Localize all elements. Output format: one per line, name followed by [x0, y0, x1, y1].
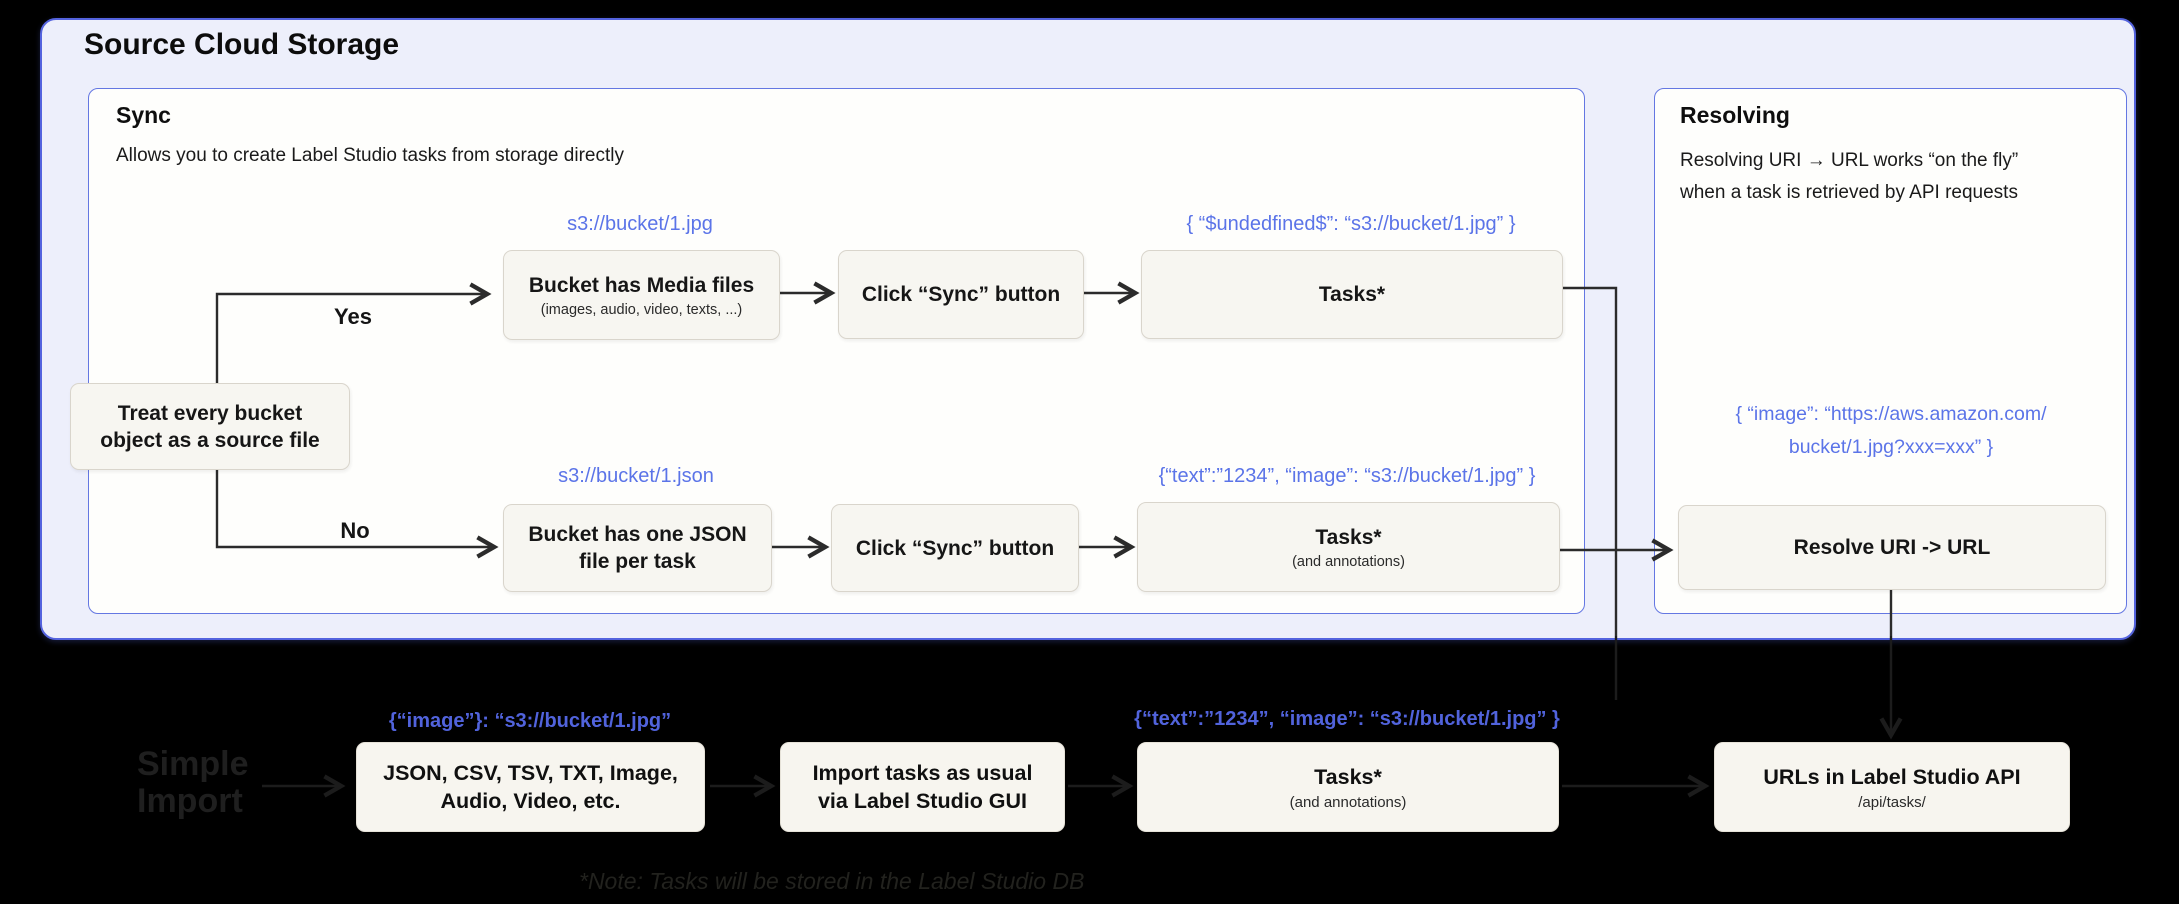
- bucket-media-files-title: Bucket has Media files: [528, 274, 755, 297]
- tasks-box-top-title: Tasks*: [1318, 283, 1386, 306]
- tasks-box-dark-title: Tasks*: [1314, 765, 1382, 789]
- file-formats-line2: Audio, Video, etc.: [440, 789, 621, 813]
- resolved-url-json-label-line1: { “image”: “https://aws.amazon.com/: [1735, 403, 2047, 425]
- import-gui-line1: Import tasks as usual: [812, 761, 1033, 785]
- tasks-json-label-dark: {“text”:”1234”, “image”: “s3://bucket/1.…: [1134, 708, 1560, 730]
- click-sync-button-box-bottom: Click “Sync” button: [831, 504, 1079, 592]
- tasks-box-dark-subtitle: (and annotations): [1289, 794, 1407, 811]
- resolved-url-json-label-line2: bucket/1.jpg?xxx=xxx” }: [1788, 436, 1994, 458]
- tasks-box-bottom-subtitle: (and annotations): [1292, 554, 1405, 570]
- tasks-box-bottom: Tasks* (and annotations): [1137, 502, 1560, 592]
- file-formats-box: JSON, CSV, TSV, TXT, Image, Audio, Video,…: [356, 742, 705, 832]
- click-sync-button-label-bottom: Click “Sync” button: [855, 536, 1055, 560]
- file-formats-line1: JSON, CSV, TSV, TXT, Image,: [383, 761, 678, 785]
- import-gui-line2: via Label Studio GUI: [817, 789, 1028, 813]
- simple-import-line2: Import: [137, 782, 243, 820]
- sync-panel-heading: Sync: [116, 102, 171, 128]
- text-image-json-label: {“text”:”1234”, “image”: “s3://bucket/1.…: [1158, 465, 1536, 487]
- treat-bucket-object-box: Treat every bucket object as a source fil…: [70, 383, 350, 470]
- import-json-label: {“image”}: “s3://bucket/1.jpg”: [388, 710, 672, 732]
- s3-jpg-uri-label: s3://bucket/1.jpg: [567, 213, 713, 235]
- page-title: Source Cloud Storage: [84, 28, 400, 61]
- tasks-box-dark: Tasks* (and annotations): [1137, 742, 1559, 832]
- label-studio-api-box: URLs in Label Studio API /api/tasks/: [1714, 742, 2070, 832]
- no-branch-label: No: [340, 518, 370, 543]
- bucket-media-files-box: Bucket has Media files (images, audio, v…: [503, 250, 780, 340]
- bucket-json-line2: file per task: [579, 550, 696, 573]
- resolving-description-line1: Resolving URI → URL works “on the fly”: [1680, 150, 2019, 171]
- bucket-json-line1: Bucket has one JSON: [528, 523, 747, 546]
- resolve-uri-url-label: Resolve URI -> URL: [1793, 536, 1991, 559]
- bucket-media-files-subtitle: (images, audio, video, texts, ...): [540, 302, 743, 318]
- resolving-panel-heading: Resolving: [1680, 102, 1790, 128]
- simple-import-line1: Simple: [137, 745, 249, 783]
- click-sync-button-box-top: Click “Sync” button: [838, 250, 1084, 339]
- label-studio-api-title: URLs in Label Studio API: [1763, 765, 2021, 789]
- tasks-box-bottom-title: Tasks*: [1315, 526, 1382, 549]
- tasks-storage-note: *Note: Tasks will be stored in the Label…: [579, 868, 1085, 894]
- sync-panel-subtitle: Allows you to create Label Studio tasks …: [116, 145, 624, 166]
- click-sync-button-label-top: Click “Sync” button: [861, 283, 1061, 306]
- treat-bucket-line1: Treat every bucket: [117, 401, 303, 425]
- tasks-box-top: Tasks*: [1141, 250, 1563, 339]
- s3-json-uri-label: s3://bucket/1.json: [558, 465, 714, 487]
- yes-branch-label: Yes: [334, 304, 372, 329]
- treat-bucket-line2: object as a source file: [100, 428, 320, 452]
- resolve-uri-url-box: Resolve URI -> URL: [1678, 505, 2106, 590]
- label-studio-api-subtitle: /api/tasks/: [1858, 794, 1926, 811]
- simple-import-section-label: Simple Import: [137, 746, 248, 820]
- resolving-description-line2: when a task is retrieved by API requests: [1680, 182, 2018, 203]
- undefined-json-label: { “$undedfined$”: “s3://bucket/1.jpg” }: [1186, 213, 1516, 235]
- import-gui-box: Import tasks as usual via Label Studio GU…: [780, 742, 1065, 832]
- bucket-json-file-box: Bucket has one JSON file per task: [503, 504, 772, 592]
